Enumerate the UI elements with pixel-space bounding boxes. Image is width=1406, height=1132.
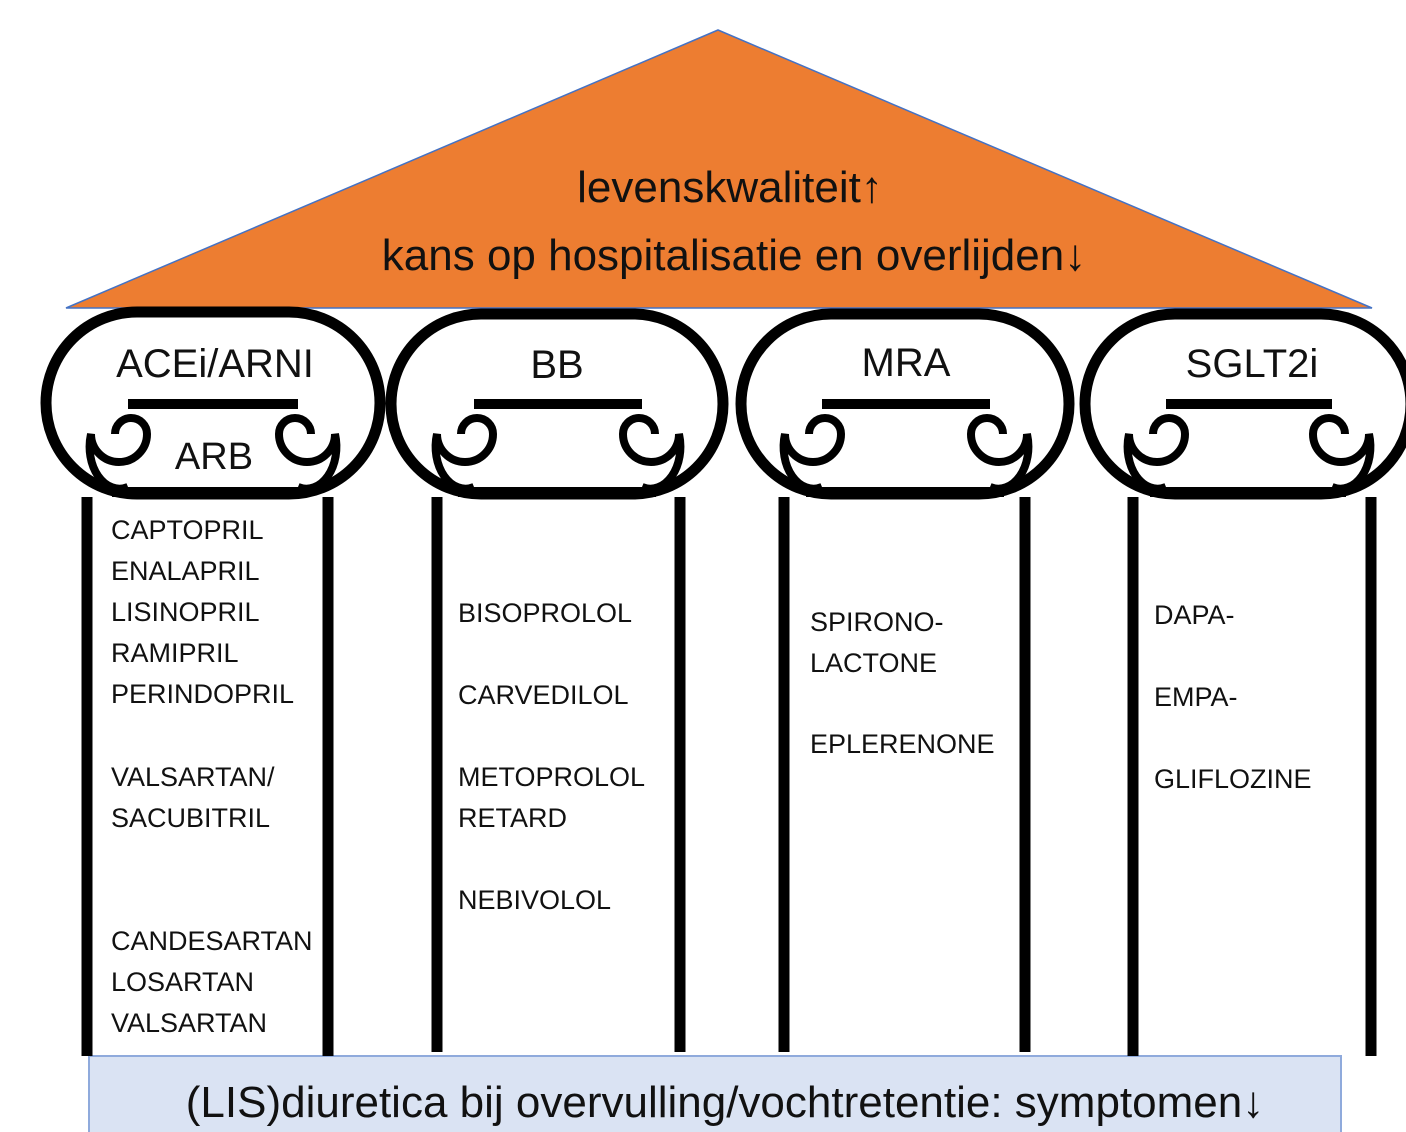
- drug-name: LISINOPRIL: [111, 597, 260, 627]
- drug-name: CAPTOPRIL: [111, 515, 264, 545]
- pillar-mra: MRA SPIRONO- LACTONE EPLERENONE: [735, 308, 1075, 1052]
- drug-name: SACUBITRIL: [111, 803, 270, 833]
- roof-line-1: levenskwaliteit↑: [577, 163, 883, 212]
- pillar-heading: SGLT2i: [1186, 342, 1319, 386]
- drug-name: VALSARTAN/: [111, 762, 275, 792]
- drug-name: DAPA-: [1154, 600, 1235, 630]
- drug-name: CARVEDILOL: [458, 680, 629, 710]
- drug-name: LOSARTAN: [111, 967, 254, 997]
- pillar-heading: MRA: [862, 341, 951, 385]
- pillar-subheading: ARB: [175, 436, 253, 478]
- drug-name: METOPROLOL: [458, 762, 645, 792]
- drug-name: NEBIVOLOL: [458, 885, 611, 915]
- drug-name: PERINDOPRIL: [111, 679, 294, 709]
- left-volute-icon: [1123, 414, 1190, 493]
- pillar-sglt2i: SGLT2i DAPA- EMPA- GLIFLOZINE: [1079, 308, 1406, 1056]
- left-volute-icon: [779, 414, 846, 493]
- drug-name: GLIFLOZINE: [1154, 764, 1312, 794]
- right-volute-icon: [274, 414, 341, 493]
- drug-name: BISOPROLOL: [458, 598, 632, 628]
- pillar-heading: BB: [530, 343, 583, 387]
- right-volute-icon: [618, 414, 685, 493]
- drug-name: EMPA-: [1154, 682, 1238, 712]
- right-volute-icon: [966, 414, 1033, 493]
- drug-name: EPLERENONE: [810, 729, 995, 759]
- pillar-acei-arni: ACEi/ARNI ARB CAPTOPRIL ENALAPRIL LISINO…: [40, 306, 386, 1056]
- roof-line-2: kans op hospitalisatie en overlijden↓: [382, 231, 1086, 280]
- base-text: (LIS)diuretica bij overvulling/vochtrete…: [186, 1078, 1264, 1127]
- drug-name: CANDESARTAN: [111, 926, 313, 956]
- drug-name: VALSARTAN: [111, 1008, 267, 1038]
- roof-triangle: [65, 29, 1373, 309]
- pillar-bb: BB BISOPROLOL CARVEDILOL METOPROLOL RETA…: [385, 308, 729, 1052]
- left-volute-icon: [431, 414, 498, 493]
- right-volute-icon: [1308, 414, 1375, 493]
- pillar-heading: ACEi/ARNI: [116, 342, 314, 386]
- drug-name: ENALAPRIL: [111, 556, 260, 586]
- drug-name: SPIRONO-: [810, 607, 944, 637]
- base-block: [88, 1055, 1342, 1132]
- drug-name: RAMIPRIL: [111, 638, 239, 668]
- left-volute-icon: [85, 414, 152, 493]
- drug-name: LACTONE: [810, 648, 937, 678]
- drug-name: RETARD: [458, 803, 567, 833]
